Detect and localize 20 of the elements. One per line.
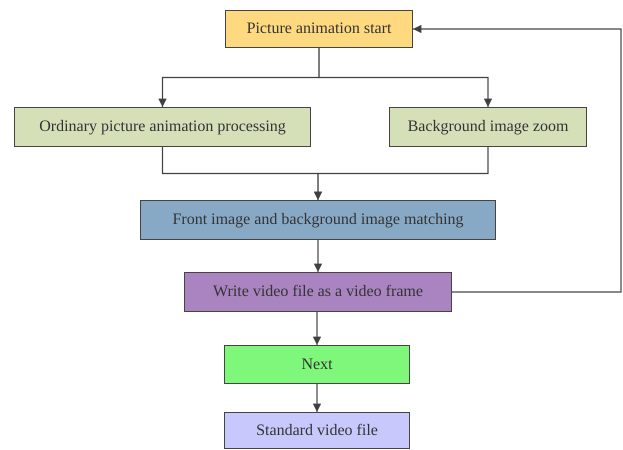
process-box — [224, 345, 410, 384]
box-label: Next — [301, 356, 333, 374]
process-box — [389, 107, 587, 147]
process-box — [14, 107, 311, 147]
box-label: Front image and background image matching — [172, 211, 464, 229]
arrow — [312, 312, 322, 345]
box-label: Ordinary picture animation processing — [39, 118, 286, 136]
box-label: Picture animation start — [246, 20, 392, 38]
process-box — [184, 272, 452, 312]
box-label: Standard video file — [256, 422, 378, 440]
arrow — [318, 48, 492, 107]
process-box — [225, 10, 413, 48]
process-box — [140, 200, 496, 240]
box-label: Background image zoom — [408, 118, 568, 136]
arrow — [314, 147, 489, 200]
box-label: Write video file as a video frame — [213, 283, 423, 301]
arrow — [413, 24, 622, 293]
arrow — [312, 384, 322, 412]
arrow — [314, 240, 322, 272]
process-box — [224, 412, 410, 449]
